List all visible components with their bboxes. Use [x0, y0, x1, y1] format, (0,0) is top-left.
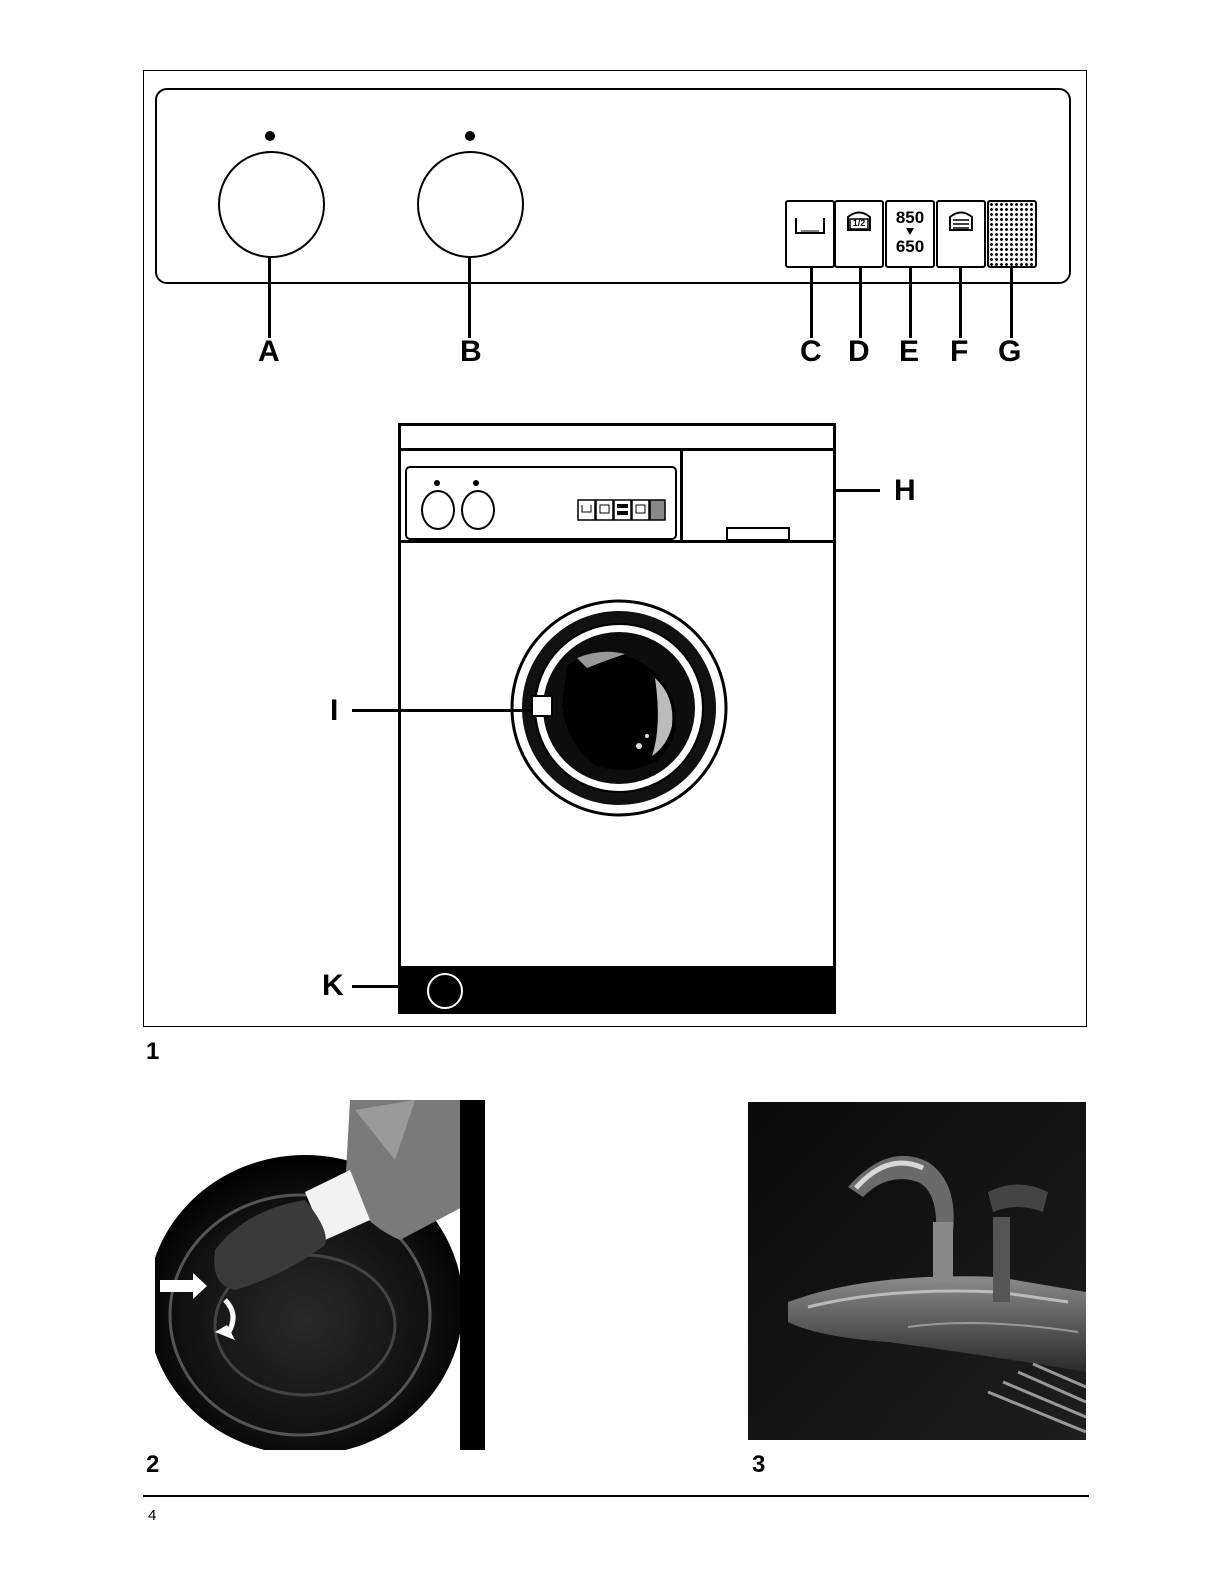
- figure-2-photo-door-hand: [155, 1100, 485, 1450]
- label-g: G: [998, 337, 1021, 367]
- detergent-drawer-handle: [726, 527, 790, 541]
- porthole-door: [507, 596, 732, 821]
- label-a: A: [258, 337, 280, 367]
- label-d-leader-line: [859, 266, 862, 338]
- label-e-leader-line: [909, 266, 912, 338]
- label-a-leader-line: [268, 256, 271, 338]
- panel-lower-edge: [401, 540, 833, 543]
- spin-speed-low: 650: [887, 238, 933, 255]
- drawer-divider: [680, 448, 683, 542]
- label-e: E: [899, 337, 919, 367]
- temperature-selector-knob: [417, 151, 524, 258]
- label-f-leader-line: [959, 266, 962, 338]
- mini-button-row: [577, 499, 667, 523]
- drain-filter-cover: [427, 973, 463, 1009]
- label-i-leader-line: [352, 709, 532, 712]
- label-h: H: [894, 476, 916, 506]
- label-d: D: [848, 337, 870, 367]
- down-arrow-icon: [906, 228, 914, 236]
- laundry-icon: [938, 202, 984, 266]
- label-h-leader-line: [833, 489, 880, 492]
- programme-selector-knob: [218, 151, 325, 258]
- half-load-icon: [836, 202, 882, 266]
- footer-rule: [143, 1495, 1089, 1497]
- label-g-leader-line: [1010, 266, 1013, 338]
- figure-3-photo-tap-sink: [748, 1102, 1086, 1440]
- mini-control-panel: [405, 466, 677, 540]
- spin-speed-high: 850: [887, 209, 933, 226]
- figure-2-number: 2: [146, 1453, 159, 1477]
- label-b-leader-line: [468, 256, 471, 338]
- label-i: I: [330, 696, 338, 726]
- spin-speed-button: 850 650: [885, 200, 935, 268]
- figure-3-number: 3: [752, 1453, 765, 1477]
- knob-b-indicator-dot: [465, 131, 475, 141]
- figure-1-number: 1: [146, 1040, 159, 1064]
- plinth: [401, 966, 833, 1011]
- worktop-edge: [401, 448, 833, 451]
- rinse-hold-button: [785, 200, 835, 268]
- mini-knob-1: [421, 490, 455, 530]
- mini-knob-2: [461, 490, 495, 530]
- basin-icon: [787, 202, 833, 266]
- mini-knob-dot-2: [473, 480, 479, 486]
- label-c-leader-line: [810, 266, 813, 338]
- indicator-light-grid: [987, 200, 1037, 268]
- label-c: C: [800, 337, 822, 367]
- washing-machine: [398, 423, 836, 1014]
- on-off-button: [936, 200, 986, 268]
- label-b: B: [460, 337, 482, 367]
- half-load-button: 1/2: [834, 200, 884, 268]
- label-k: K: [322, 971, 344, 1001]
- label-f: F: [950, 337, 968, 367]
- mini-knob-dot-1: [434, 480, 440, 486]
- label-k-leader-line: [352, 985, 427, 988]
- page-number: 4: [148, 1507, 156, 1524]
- half-load-text: 1/2: [836, 219, 882, 228]
- knob-a-indicator-dot: [265, 131, 275, 141]
